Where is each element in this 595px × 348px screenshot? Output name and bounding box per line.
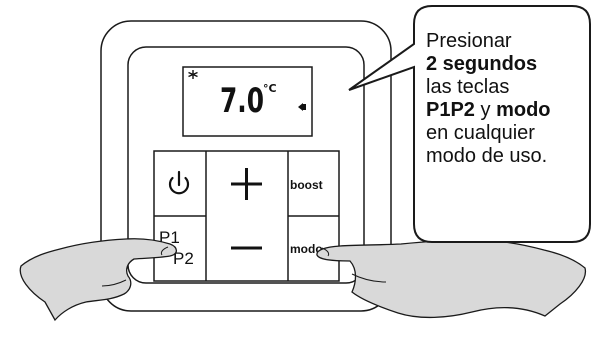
callout-line-4: P1P2 y modo: [426, 99, 595, 122]
temperature-readout: 7.0: [220, 81, 264, 121]
mode-label: modo: [290, 242, 323, 256]
snowflake-icon: [188, 70, 198, 79]
boost-label: boost: [290, 178, 323, 192]
callout-keys-p1p2: P1P2: [426, 99, 475, 121]
p2-label: P2: [173, 249, 194, 268]
minus-button[interactable]: [207, 217, 287, 280]
speaker-indicator-icon: [298, 103, 306, 111]
power-icon: [168, 170, 190, 195]
plus-button[interactable]: [207, 152, 287, 215]
mode-button[interactable]: modo: [289, 217, 338, 280]
power-button[interactable]: [155, 152, 205, 215]
callout-line-6: modo de uso.: [426, 145, 548, 167]
right-hand-icon: [316, 239, 587, 319]
callout-line-1: Presionar: [426, 30, 512, 52]
instruction-callout: Presionar 2 segundos las teclas P1P2 y m…: [426, 30, 595, 168]
callout-line-2: 2 segundos: [426, 53, 538, 75]
callout-bubble: [348, 5, 591, 243]
lcd-screen: [182, 66, 313, 137]
temperature-unit: °C: [263, 82, 277, 95]
boost-button[interactable]: boost: [289, 152, 338, 215]
callout-line-5: en cualquier: [426, 122, 535, 144]
left-hand-icon: [19, 238, 178, 322]
callout-key-modo: modo: [496, 99, 551, 121]
callout-conjunction: y: [474, 99, 497, 121]
plus-icon: [231, 168, 262, 200]
callout-line-3: las teclas: [426, 76, 510, 98]
